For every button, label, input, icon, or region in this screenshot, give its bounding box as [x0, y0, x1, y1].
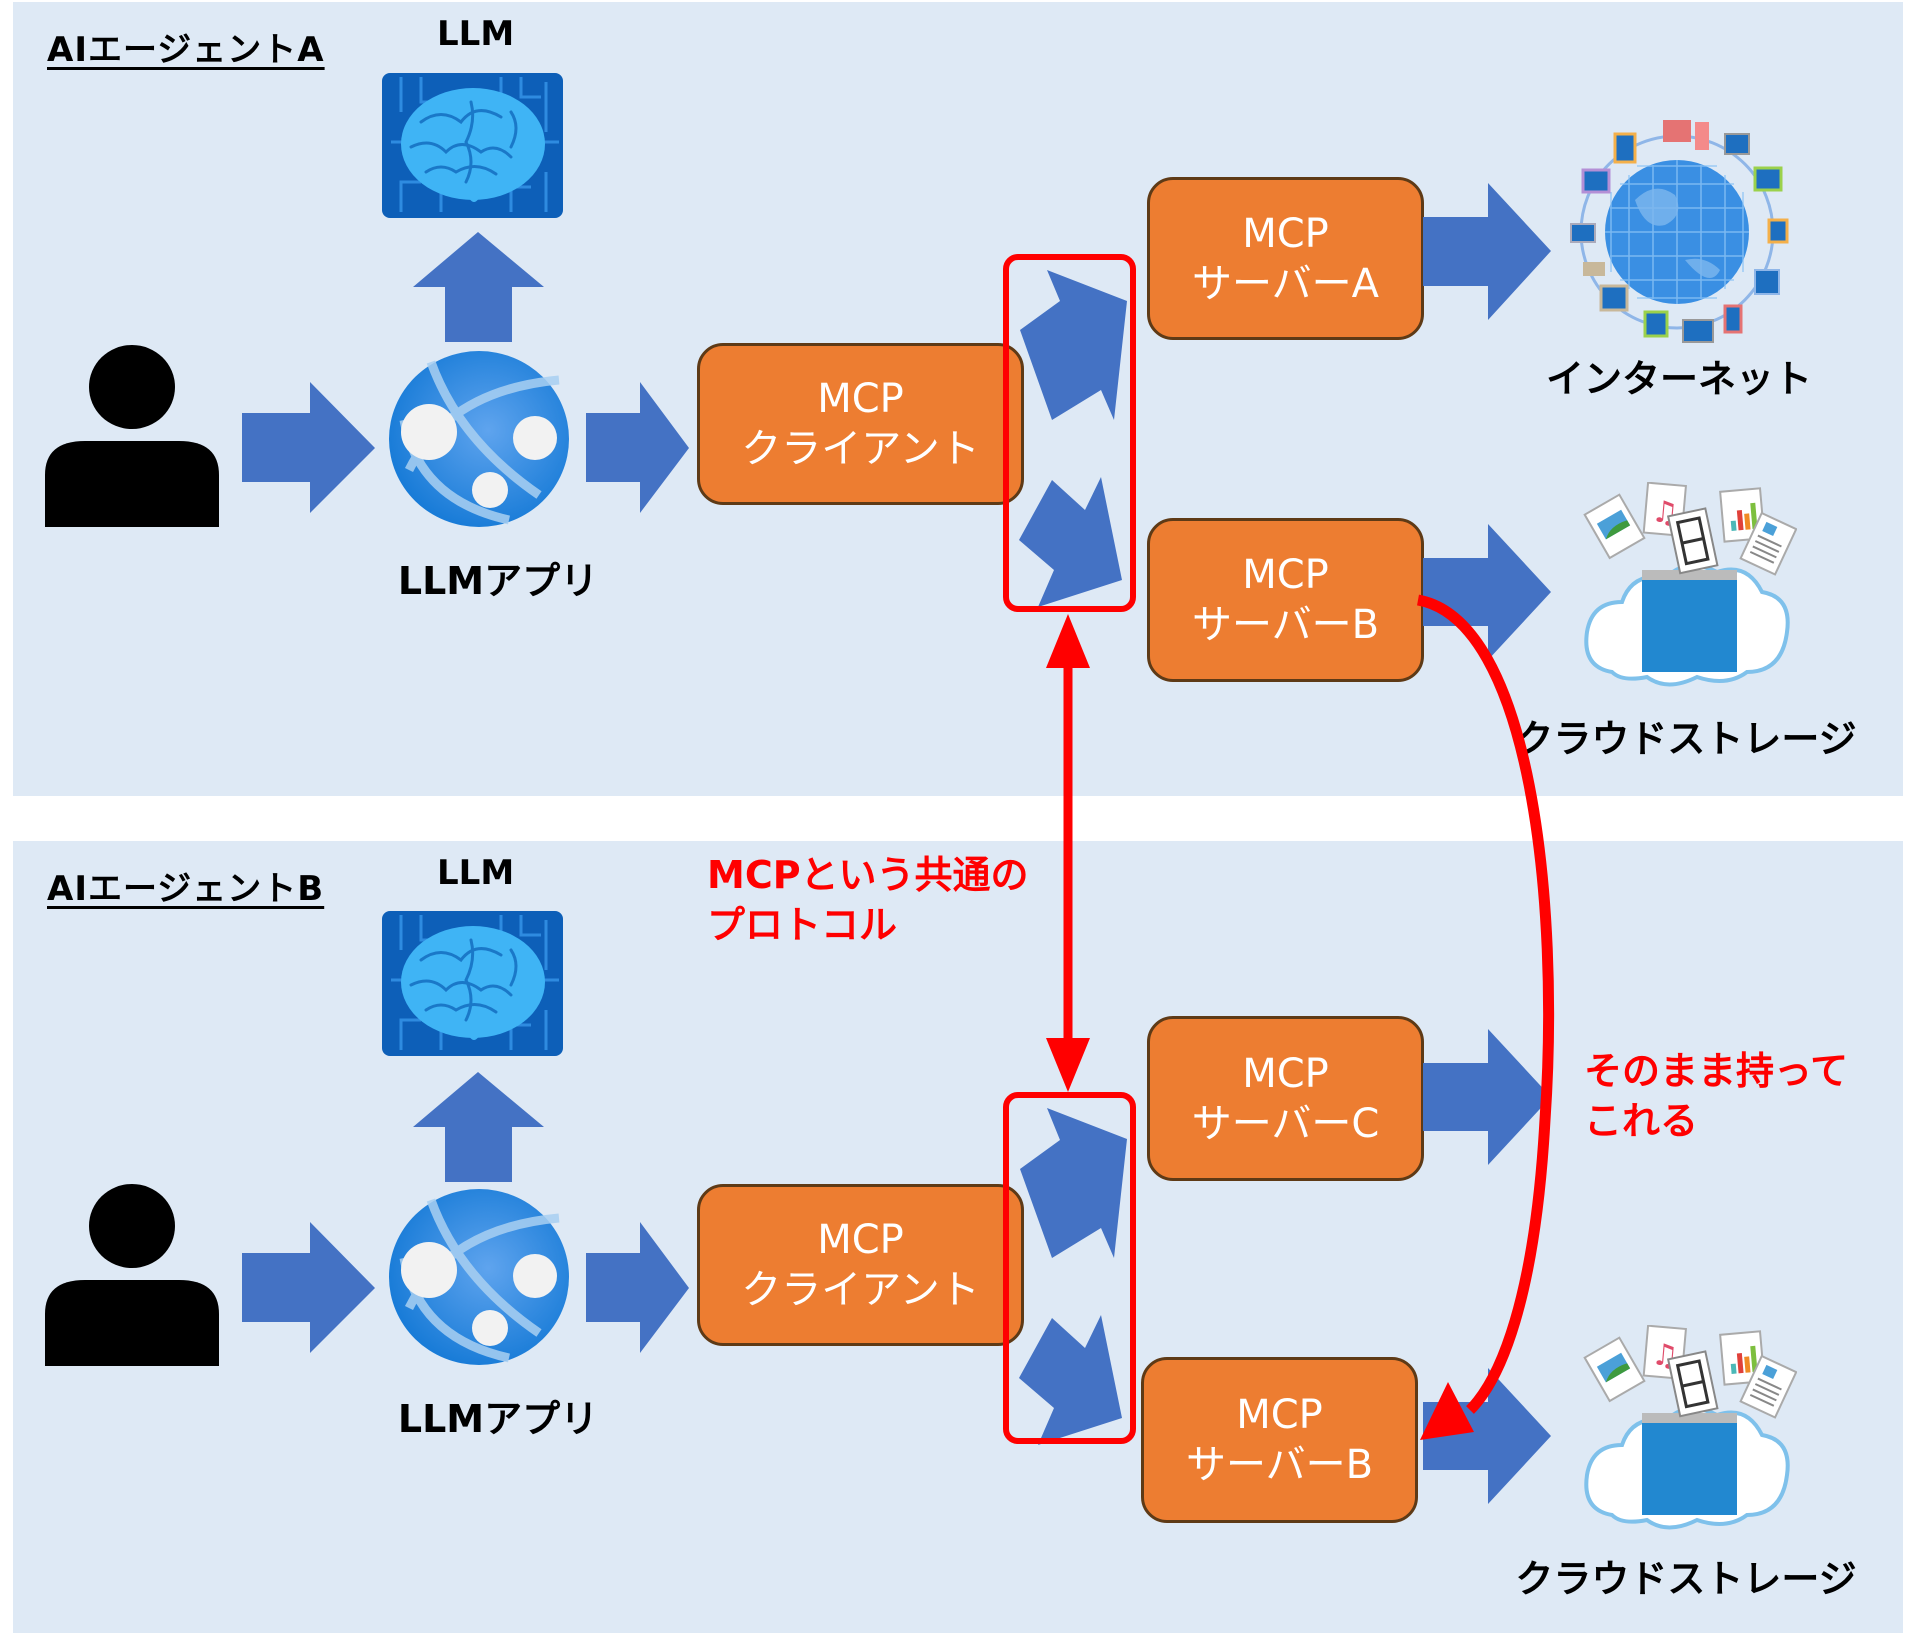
- arrow-right-icon: [1423, 524, 1551, 660]
- mcp-client-line1: MCP: [817, 376, 904, 422]
- mcp-server-line1: MCP: [1242, 210, 1329, 257]
- agent-a-mcp-client: MCP クライアント: [697, 343, 1024, 505]
- arrow-right-icon: [586, 1222, 689, 1353]
- arrow-up-icon: [413, 232, 544, 342]
- user-icon: [45, 1184, 219, 1366]
- llm-brain-icon: [382, 73, 563, 218]
- agent-b-llm-label: LLM: [437, 853, 515, 893]
- protocol-arrow-head-up: [1046, 614, 1090, 668]
- cloud-storage-label-a: クラウドストレージ: [1515, 717, 1857, 761]
- protocol-annotation: MCPという共通の プロトコル: [707, 850, 1029, 950]
- protocol-arrow-head-down: [1046, 1038, 1090, 1092]
- cloud-storage-icon: ♫: [1583, 1325, 1797, 1530]
- cloud-storage-label-b: クラウドストレージ: [1515, 1557, 1857, 1601]
- mcp-server-line2: サーバーB: [1185, 1442, 1374, 1488]
- client-arrows-highlight-b: [1003, 1092, 1136, 1444]
- agent-b-mcp-client: MCP クライアント: [697, 1184, 1024, 1346]
- agent-a-mcp-server-b: MCP サーバーB: [1147, 518, 1424, 682]
- arrow-diagonal-down-icon: [1019, 1315, 1122, 1445]
- llm-brain-icon: [382, 911, 563, 1056]
- mcp-server-line2: サーバーA: [1192, 260, 1379, 307]
- portable-arrow-head: [1420, 1382, 1474, 1440]
- arrow-right-icon: [242, 382, 375, 513]
- arrow-right-icon: [586, 382, 689, 513]
- agent-b-mcp-server-c: MCP サーバーC: [1147, 1016, 1424, 1181]
- protocol-annotation-line1: MCPという共通の: [707, 853, 1029, 897]
- agent-a-llm-label: LLM: [437, 14, 515, 54]
- mcp-server-line1: MCP: [1242, 1050, 1329, 1097]
- mcp-server-line2: サーバーB: [1191, 602, 1380, 648]
- internet-globe-icon: [1570, 120, 1789, 343]
- portable-annotation: そのまま持って これる: [1584, 1046, 1848, 1146]
- portable-annotation-line2: これる: [1584, 1099, 1699, 1143]
- arrow-diagonal-up-icon: [1020, 270, 1127, 420]
- portable-annotation-line1: そのまま持って: [1584, 1049, 1849, 1093]
- arrow-up-icon: [413, 1072, 544, 1182]
- portable-curved-arrow: [1416, 594, 1555, 1414]
- mcp-client-line2: クライアント: [741, 1267, 980, 1313]
- agent-a-mcp-server-a: MCP サーバーA: [1147, 177, 1424, 340]
- client-arrows-highlight-a: [1003, 254, 1136, 612]
- agent-b-title: AIエージェントB: [47, 869, 325, 909]
- protocol-annotation-line2: プロトコル: [707, 903, 898, 947]
- mcp-server-line1: MCP: [1242, 552, 1329, 598]
- mcp-client-line1: MCP: [817, 1217, 904, 1263]
- arrow-right-icon: [242, 1222, 375, 1353]
- internet-label: インターネット: [1546, 357, 1813, 401]
- mcp-server-line2: サーバーC: [1191, 1100, 1380, 1147]
- agent-a-app-label: LLMアプリ: [397, 559, 599, 603]
- mcp-server-line1: MCP: [1236, 1392, 1323, 1438]
- arrow-right-icon: [1423, 1029, 1551, 1165]
- user-icon: [45, 345, 219, 527]
- arrow-diagonal-up-icon: [1020, 1108, 1127, 1258]
- cloud-storage-icon: ♫: [1583, 482, 1797, 687]
- arrow-right-icon: [1423, 183, 1551, 320]
- agent-b-mcp-server-b: MCP サーバーB: [1141, 1357, 1418, 1523]
- arrow-diagonal-down-icon: [1019, 477, 1122, 607]
- llm-app-icon: [389, 1189, 569, 1365]
- mcp-client-line2: クライアント: [741, 426, 980, 472]
- agent-a-title: AIエージェントA: [47, 30, 325, 70]
- agent-b-app-label: LLMアプリ: [397, 1397, 599, 1441]
- llm-app-icon: [389, 351, 569, 527]
